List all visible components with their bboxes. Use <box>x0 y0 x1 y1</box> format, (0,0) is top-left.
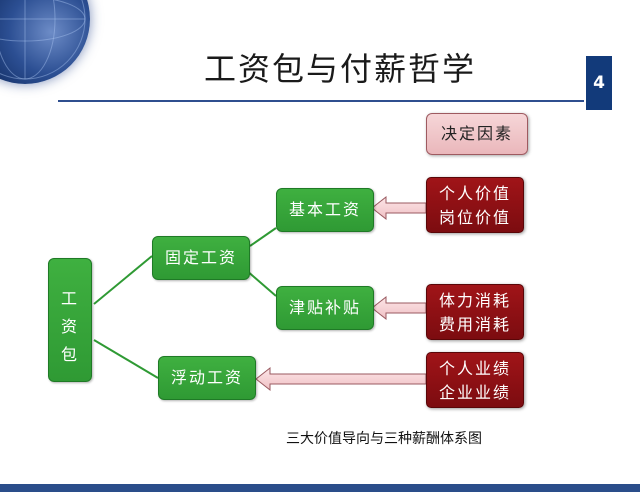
factor-label: 个人价值 <box>438 184 511 203</box>
footer-bar <box>0 484 640 492</box>
factor-box-individual-position: 个人价值 岗位价值 <box>426 177 524 233</box>
page-number-badge: 4 <box>586 56 612 110</box>
diagram-caption: 三大价值导向与三种薪酬体系图 <box>286 431 482 447</box>
allowance-box: 津贴补贴 <box>276 286 374 330</box>
connector-fixed-base <box>249 227 277 247</box>
connector-root-floating <box>93 339 159 379</box>
arrow-factors-to-floating-pay <box>255 366 427 392</box>
factor-label: 费用消耗 <box>438 315 511 334</box>
fixed-pay-box: 固定工资 <box>152 236 250 280</box>
globe-logo-icon <box>0 0 90 84</box>
connector-root-fixed <box>93 255 153 305</box>
factor-label: 个人业绩 <box>438 359 511 378</box>
slide-title: 工资包与付薪哲学 <box>203 50 476 88</box>
factor-label: 岗位价值 <box>438 208 511 227</box>
root-pay-package-box: 工 资 包 <box>48 258 92 382</box>
arrow-factors-to-base-pay <box>371 195 427 221</box>
factor-label: 企业业绩 <box>438 383 511 402</box>
determining-factors-header: 决定因素 <box>426 113 528 155</box>
factor-box-physical-cost: 体力消耗 费用消耗 <box>426 284 524 340</box>
arrow-factors-to-allowance <box>371 295 427 321</box>
connector-fixed-allowance <box>245 269 277 297</box>
factor-box-performance: 个人业绩 企业业绩 <box>426 352 524 408</box>
floating-pay-box: 浮动工资 <box>158 356 256 400</box>
base-pay-box: 基本工资 <box>276 188 374 232</box>
title-divider <box>58 100 584 102</box>
factor-label: 体力消耗 <box>438 291 511 310</box>
